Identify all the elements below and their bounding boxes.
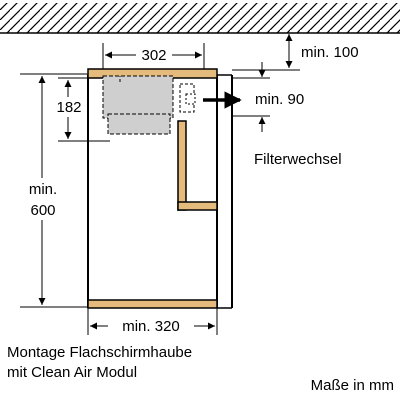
dimension-cabinet-height-label-line2: 600 <box>30 202 55 219</box>
dimension-module-height <box>55 77 110 142</box>
dimension-bottom-width <box>87 308 218 336</box>
ceiling <box>0 3 400 34</box>
dimension-ceiling-gap-label: min. 100 <box>301 44 359 61</box>
dimension-ceiling-gap <box>232 34 300 71</box>
dimension-cabinet-height-label-line1: min. <box>29 181 57 198</box>
dimension-top-width <box>102 43 205 69</box>
dimension-top-width-label: 302 <box>141 47 166 64</box>
cabinet-bottom-board <box>87 299 218 309</box>
inner-shelf <box>177 120 218 211</box>
dimension-module-height-label: 182 <box>56 99 81 116</box>
caption-line2: mit Clean Air Modul <box>7 364 137 381</box>
dimension-cabinet-height <box>20 73 88 308</box>
units-note: Maße in mm <box>311 377 394 394</box>
caption-line1: Montage Flachschirmhaube <box>7 344 192 361</box>
dimension-exhaust-clearance <box>232 62 270 132</box>
dimension-bottom-width-label: min. 320 <box>122 318 180 335</box>
dimension-exhaust-clearance-label: min. 90 <box>255 91 304 108</box>
cabinet <box>87 74 233 309</box>
clean-air-module <box>102 75 196 135</box>
filter-change-label: Filterwechsel <box>254 151 342 168</box>
